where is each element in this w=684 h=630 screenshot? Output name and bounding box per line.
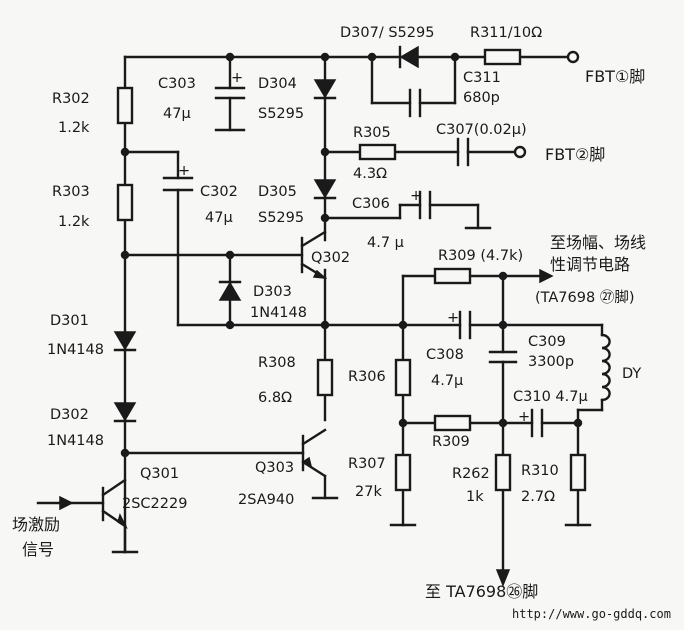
label-d305-name: D305 [258, 184, 297, 200]
label-r303-name: R303 [52, 184, 90, 200]
capacitors [162, 86, 544, 438]
label-c310: C310 4.7μ [513, 389, 588, 405]
labels: D307/ S5295 R311/10Ω C311 680p FBT①脚 C30… [12, 25, 671, 621]
label-q303-value: 2SA940 [238, 492, 294, 508]
label-r309-top: R309 (4.7k) [438, 248, 523, 264]
label-input-line1: 场激励 [12, 515, 60, 534]
label-r309-bottom: R309 [432, 434, 470, 450]
label-c302-name: C302 [200, 184, 238, 200]
resistors [116, 48, 587, 492]
label-ta7698-27: (TA7698 ㉗脚) [535, 289, 634, 306]
label-r305-name: R305 [353, 125, 391, 141]
label-r302-value: 1.2k [58, 120, 90, 136]
label-r303-value: 1.2k [58, 214, 90, 230]
label-to-amp-line2: 性调节电路 [550, 255, 630, 274]
label-d301-value: 1N4148 [47, 342, 104, 358]
input-arrow [59, 495, 74, 511]
terminals [36, 50, 580, 588]
label-d302-name: D302 [50, 407, 89, 423]
label-d303-value: 1N4148 [250, 305, 307, 321]
output-arrow-ta7698-26 [495, 569, 511, 588]
label-r308-name: R308 [258, 355, 296, 371]
label-c309-value: 3300p [528, 354, 574, 370]
label-q302: Q302 [311, 250, 350, 266]
diode-d307 [399, 45, 419, 69]
label-dy: DY [622, 366, 641, 382]
resistor-r302 [116, 86, 134, 125]
q302-emitter-arrow [312, 269, 328, 279]
label-r262-value: 1k [466, 489, 484, 505]
label-fbt2: FBT②脚 [545, 145, 605, 164]
diode-d302 [113, 402, 137, 422]
label-r262-name: R262 [452, 466, 490, 482]
svg-text:+: + [518, 409, 530, 425]
polarity-marks: + + + + + [178, 70, 530, 425]
label-d302-value: 1N4148 [47, 433, 104, 449]
diodes [113, 45, 419, 423]
label-d303-name: D303 [253, 284, 292, 300]
label-d304-value: S5295 [258, 106, 304, 122]
resistor-r308 [316, 358, 334, 397]
resistor-r305 [358, 143, 397, 161]
label-q301-value: 2SC2229 [122, 496, 187, 512]
svg-text:+: + [410, 188, 422, 204]
diode-d304 [313, 79, 337, 99]
label-r311: R311/10Ω [470, 25, 542, 41]
label-c308-name: C308 [426, 347, 464, 363]
diode-d305 [313, 179, 337, 199]
q301-emitter-arrow [117, 512, 128, 530]
label-q303-name: Q303 [255, 460, 294, 476]
label-c302-value: 47μ [205, 210, 233, 226]
label-c303-value: 47μ [163, 106, 191, 122]
ground-symbols [111, 128, 592, 554]
label-c303-name: C303 [158, 76, 196, 92]
label-r308-value: 6.8Ω [258, 390, 292, 406]
label-to-ta7698-26: 至 TA7698㉖脚 [425, 582, 538, 601]
coil-dy [600, 333, 611, 402]
label-r307-name: R307 [348, 456, 386, 472]
junction-dots [120, 52, 583, 458]
resistor-r307 [394, 453, 412, 492]
label-d305-value: S5295 [258, 210, 304, 226]
watermark-url: http://www.go-gddq.com [512, 607, 671, 621]
resistor-r309-bottom [433, 414, 472, 432]
svg-text:+: + [178, 163, 190, 179]
label-d301-name: D301 [50, 313, 89, 329]
diode-d303 [218, 281, 242, 301]
label-c311-name: C311 [463, 70, 501, 86]
terminal-fbt1 [566, 50, 580, 64]
label-r310-name: R310 [521, 463, 559, 479]
resistor-r310 [569, 453, 587, 492]
resistor-r309-top [433, 267, 472, 285]
label-input-line2: 信号 [22, 540, 54, 559]
svg-text:+: + [231, 70, 243, 86]
label-r305-value: 4.3Ω [353, 166, 387, 182]
label-q301-name: Q301 [140, 466, 179, 482]
label-r302-name: R302 [52, 91, 90, 107]
label-c308-value: 4.7μ [431, 373, 463, 389]
label-c306-name: C306 [352, 196, 390, 212]
svg-text:+: + [447, 310, 459, 326]
resistor-r306 [394, 358, 412, 397]
label-d304-name: D304 [258, 76, 297, 92]
label-r306: R306 [348, 369, 386, 385]
resistor-r311 [483, 48, 522, 66]
label-c311-value: 680p [463, 90, 500, 106]
label-to-amp-line1: 至场幅、场线 [550, 233, 646, 252]
output-arrow-amp [539, 268, 554, 284]
label-r307-value: 27k [355, 484, 382, 500]
label-d307: D307/ S5295 [340, 25, 434, 41]
resistor-r303 [116, 183, 134, 222]
label-c309-name: C309 [528, 334, 566, 350]
q303-emitter-arrow [301, 456, 313, 468]
terminal-fbt2 [513, 145, 527, 159]
label-c307: C307(0.02μ) [436, 122, 527, 138]
label-c306-value: 4.7 μ [367, 235, 404, 251]
label-r310-value: 2.7Ω [521, 489, 555, 505]
resistor-r262 [494, 453, 512, 492]
label-fbt1: FBT①脚 [585, 67, 645, 86]
diode-d301 [113, 331, 137, 351]
